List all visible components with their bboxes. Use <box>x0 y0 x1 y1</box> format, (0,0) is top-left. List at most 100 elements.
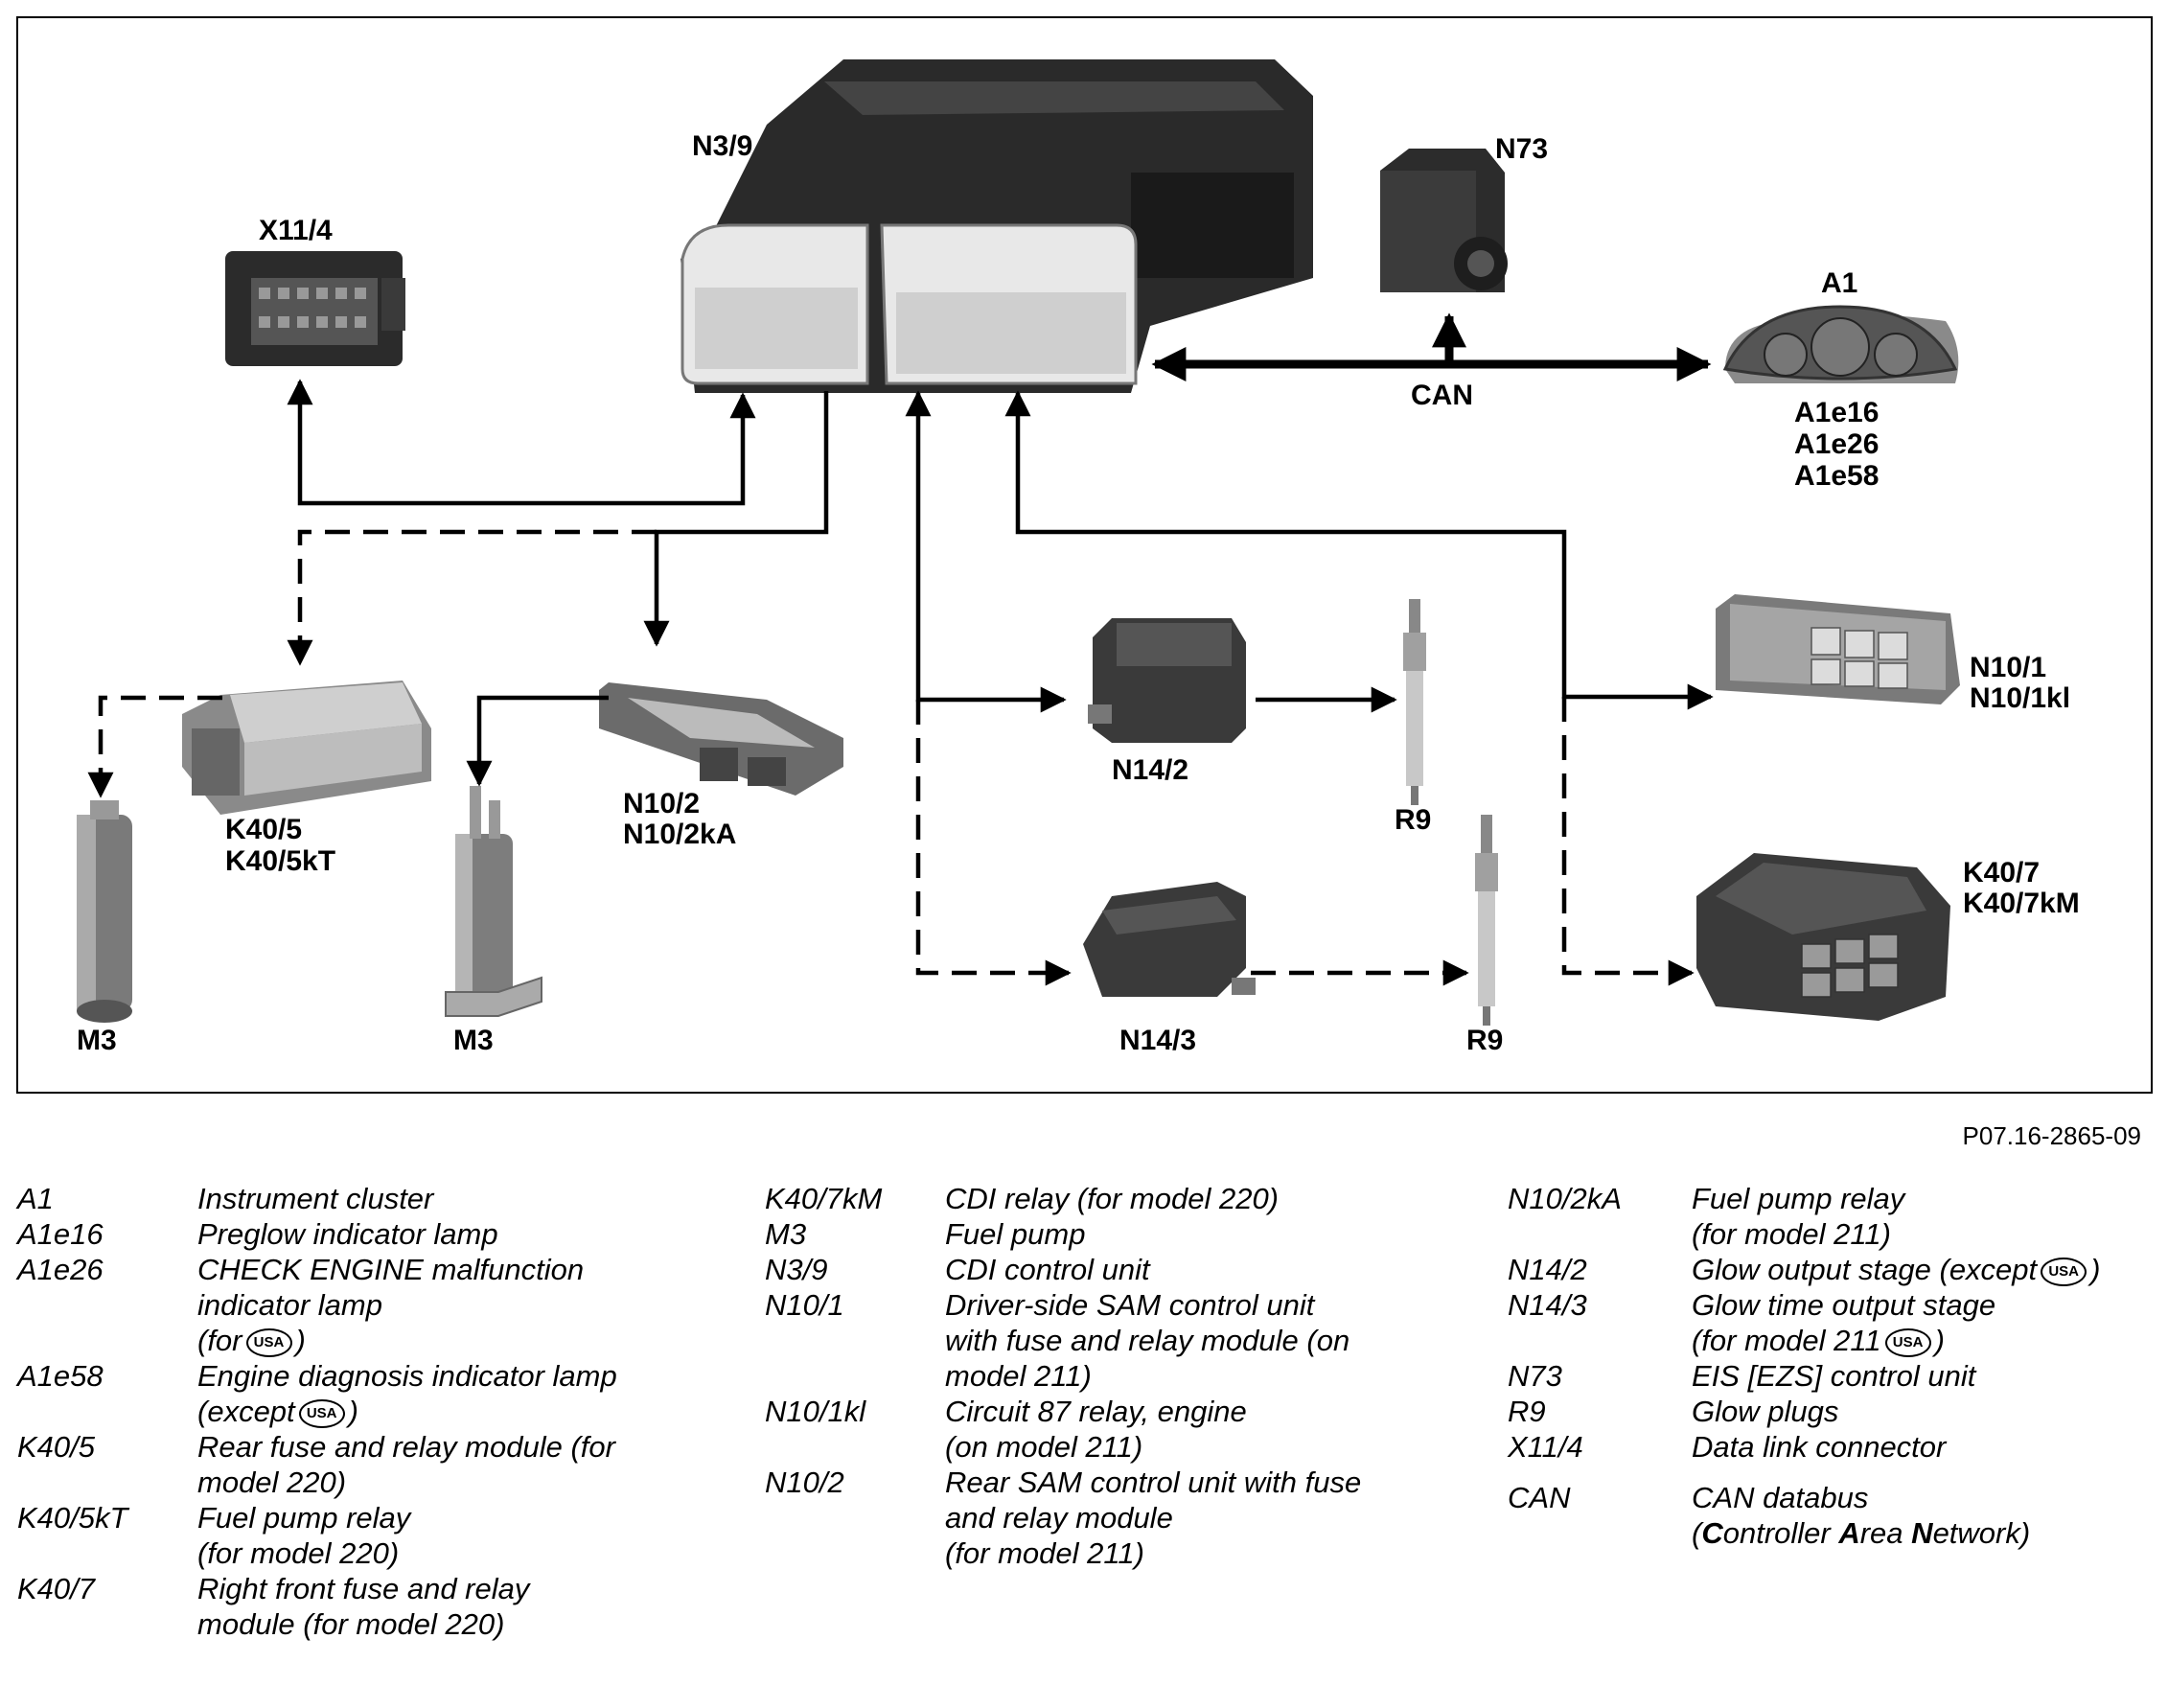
legend-desc-text: CHECK ENGINE malfunction indicator lamp <box>197 1253 585 1322</box>
legend-desc-text: Circuit 87 relay, engine (on model 211) <box>945 1395 1247 1464</box>
legend-description: CDI relay (for model 220) <box>945 1181 1395 1216</box>
legend-code: K40/7kM <box>765 1182 883 1215</box>
label-n73: N73 <box>1495 133 1548 165</box>
label-a1e26: A1e26 <box>1794 428 1879 460</box>
legend-code: N3/9 <box>765 1253 828 1286</box>
legend-code: A1e16 <box>17 1217 104 1251</box>
legend-desc-text: Rear fuse and relay module (for model 22… <box>197 1430 615 1499</box>
legend-desc-prefix: (for model 211 <box>1692 1324 1881 1357</box>
label-m3-middle: M3 <box>453 1025 494 1056</box>
legend-desc-text: CDI control unit <box>945 1253 1150 1286</box>
legend-code: X11/4 <box>1508 1430 1583 1464</box>
legend-desc-text: Right front fuse and relay module (for m… <box>197 1572 530 1641</box>
label-n14-3: N14/3 <box>1119 1025 1196 1056</box>
usa-badge-icon: USA <box>245 1327 292 1357</box>
driver-sam-control-unit-image <box>1716 594 1960 704</box>
legend-description: Circuit 87 relay, engine (on model 211) <box>945 1394 1395 1465</box>
legend-desc-text: Glow time output stage <box>1692 1288 1996 1322</box>
label-x11-4: X11/4 <box>259 215 333 246</box>
legend-description: Data link connector <box>1692 1429 2142 1465</box>
legend-desc-suffix: ) <box>2090 1253 2101 1286</box>
label-r9-top: R9 <box>1395 804 1431 836</box>
legend-description: CAN databus(Controller Area Network) <box>1692 1480 2142 1551</box>
legend-row: N10/1 Driver-side SAM control unit with f… <box>765 1287 1395 1394</box>
legend-code: N10/2 <box>765 1466 844 1499</box>
glow-plug-top-image <box>1403 599 1426 805</box>
legend-code: A1e26 <box>17 1253 104 1286</box>
label-k40-5kt: K40/5kT <box>225 845 335 877</box>
label-n10-1: N10/1 <box>1970 652 2046 683</box>
legend-code: K40/5 <box>17 1430 96 1464</box>
label-a1: A1 <box>1821 267 1857 299</box>
legend-description: Fuel pump <box>945 1216 1395 1252</box>
legend-row: K40/5 Rear fuse and relay module (for mod… <box>17 1429 648 1500</box>
label-a1e58: A1e58 <box>1794 460 1879 492</box>
label-n3-9: N3/9 <box>692 130 752 162</box>
diagram-frame <box>16 16 2153 1094</box>
eis-control-unit-image <box>1380 149 1508 292</box>
legend-code: N73 <box>1508 1359 1562 1393</box>
legend-desc-text: Driver-side SAM control unit with fuse a… <box>945 1288 1350 1393</box>
legend-row: N10/1kl Circuit 87 relay, engine (on mode… <box>765 1394 1395 1465</box>
legend-desc-text: Engine diagnosis indicator lamp <box>197 1359 617 1393</box>
legend-code: K40/7 <box>17 1572 96 1605</box>
legend-description: Rear SAM control unit with fuse and rela… <box>945 1465 1395 1571</box>
glow-plug-bottom-image <box>1475 815 1498 1026</box>
legend-description: Preglow indicator lamp <box>197 1216 648 1252</box>
instrument-cluster-image <box>1722 305 1959 383</box>
line-x11-4-to-n3-9 <box>287 379 756 506</box>
legend-row: N10/2 Rear SAM control unit with fuse and… <box>765 1465 1395 1571</box>
label-r9-bottom: R9 <box>1466 1025 1503 1056</box>
legend-desc-text: Fuel pump <box>945 1217 1086 1251</box>
legend-desc-text: Rear SAM control unit with fuse and rela… <box>945 1466 1362 1570</box>
legend-desc-text: Glow plugs <box>1692 1395 1839 1428</box>
legend-code: K40/5kT <box>17 1501 128 1535</box>
legend-code: N10/1 <box>765 1288 844 1322</box>
legend-spacer <box>1508 1465 2142 1480</box>
label-m3-left: M3 <box>77 1025 117 1056</box>
legend-code: N14/2 <box>1508 1253 1587 1286</box>
can-word: rea <box>1859 1516 1903 1550</box>
rear-sam-control-unit-image <box>599 682 843 796</box>
label-n14-2: N14/2 <box>1112 754 1188 786</box>
can-initial: A <box>1838 1516 1860 1550</box>
legend-desc-text: Preglow indicator lamp <box>197 1217 498 1251</box>
legend-desc-prefix: (except <box>197 1395 295 1428</box>
legend-desc-suffix: ) <box>1934 1324 1945 1357</box>
legend-code: CAN <box>1508 1481 1571 1514</box>
legend-code: N10/1kl <box>765 1395 866 1428</box>
rear-fuse-relay-module-image <box>182 681 431 815</box>
legend-description: Driver-side SAM control unit with fuse a… <box>945 1287 1395 1394</box>
usa-badge-icon: USA <box>2041 1257 2087 1286</box>
can-initial: N <box>1911 1516 1933 1550</box>
label-n10-1kl: N10/1kl <box>1970 682 2070 714</box>
can-initial: C <box>1701 1516 1723 1550</box>
legend-code: N10/2kA <box>1508 1182 1622 1215</box>
line-n3-9-to-k40-5 <box>287 529 657 666</box>
legend-row: A1e26 CHECK ENGINE malfunction indicator … <box>17 1252 648 1358</box>
can-expansion: (Controller Area Network) <box>1692 1516 2031 1550</box>
legend-description: Glow plugs <box>1692 1394 2142 1429</box>
line-n3-9-to-n14-3 <box>915 700 1072 986</box>
data-link-connector-image <box>225 251 405 366</box>
line-to-k40-7 <box>1561 697 1695 986</box>
legend-desc-suffix: ) <box>348 1395 358 1428</box>
legend-description: CDI control unit <box>945 1252 1395 1287</box>
system-diagram: N3/9 X11/4 N73 A1 A1e16 A1e26 A1e58 CAN … <box>16 16 2153 1094</box>
legend-row: N3/9 CDI control unit <box>765 1252 1395 1287</box>
line-n3-9-to-n10-1 <box>1004 390 1714 710</box>
glow-output-stage-image <box>1088 618 1246 743</box>
